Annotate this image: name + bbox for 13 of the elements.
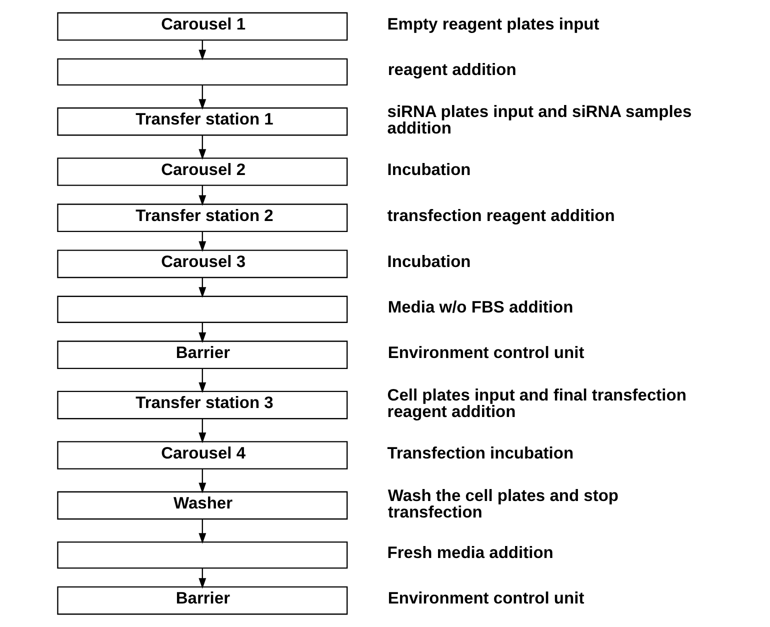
node-label: Empty reagent plates input <box>386 14 599 34</box>
node-label: Transfection incubation <box>386 443 574 462</box>
node-label: Incubation <box>386 252 470 272</box>
node-label: Media w/o FBS addition <box>387 298 573 317</box>
node-label: Wash the cell plates and stop transfection <box>387 486 618 522</box>
node-label: Environment control unit <box>387 588 584 608</box>
node-label: siRNA plates input and siRNA samples addition <box>386 102 692 138</box>
node-label: Incubation <box>386 160 470 179</box>
node-label: reagent addition <box>387 60 516 80</box>
node-label: Fresh media addition <box>386 543 553 562</box>
node-label: Environment control unit <box>387 343 584 362</box>
node-label: Cell plates input and final transfection reagent addition <box>386 386 686 422</box>
node-label: transfection reagent addition <box>386 206 614 226</box>
